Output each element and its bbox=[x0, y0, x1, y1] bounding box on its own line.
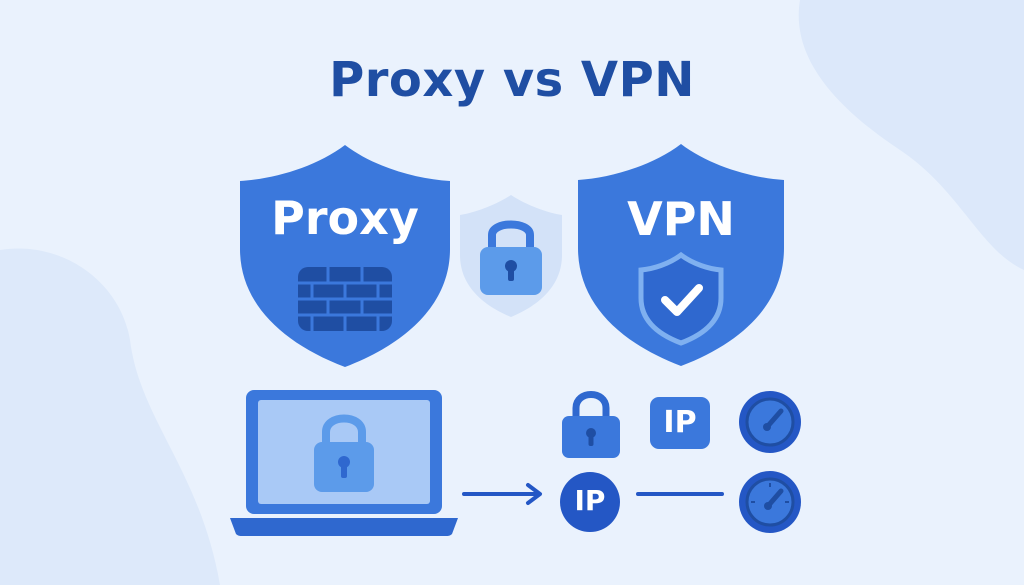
page-title: Proxy vs VPN bbox=[329, 52, 695, 108]
vpn-shield: VPN bbox=[574, 142, 788, 368]
laptop-icon bbox=[230, 390, 458, 536]
ip-badge-square-text: IP bbox=[663, 405, 697, 440]
proxy-shield: Proxy bbox=[236, 143, 454, 369]
speed-gauge-icon bbox=[739, 391, 801, 453]
brick-wall-icon bbox=[298, 267, 392, 331]
proxy-shield-shape bbox=[240, 145, 450, 367]
connector-line bbox=[636, 492, 724, 496]
padlock-icon bbox=[460, 195, 562, 317]
padlock-icon bbox=[562, 391, 620, 458]
arrow-right-icon bbox=[462, 483, 542, 505]
ip-badge-circle: IP bbox=[560, 472, 620, 532]
vpn-label: VPN bbox=[627, 192, 735, 246]
ip-badge-circle-text: IP bbox=[574, 484, 606, 517]
proxy-label: Proxy bbox=[271, 191, 419, 245]
speed-gauge-icon bbox=[739, 471, 801, 533]
shield-check-icon bbox=[638, 252, 724, 346]
ip-badge-square: IP bbox=[650, 397, 710, 449]
